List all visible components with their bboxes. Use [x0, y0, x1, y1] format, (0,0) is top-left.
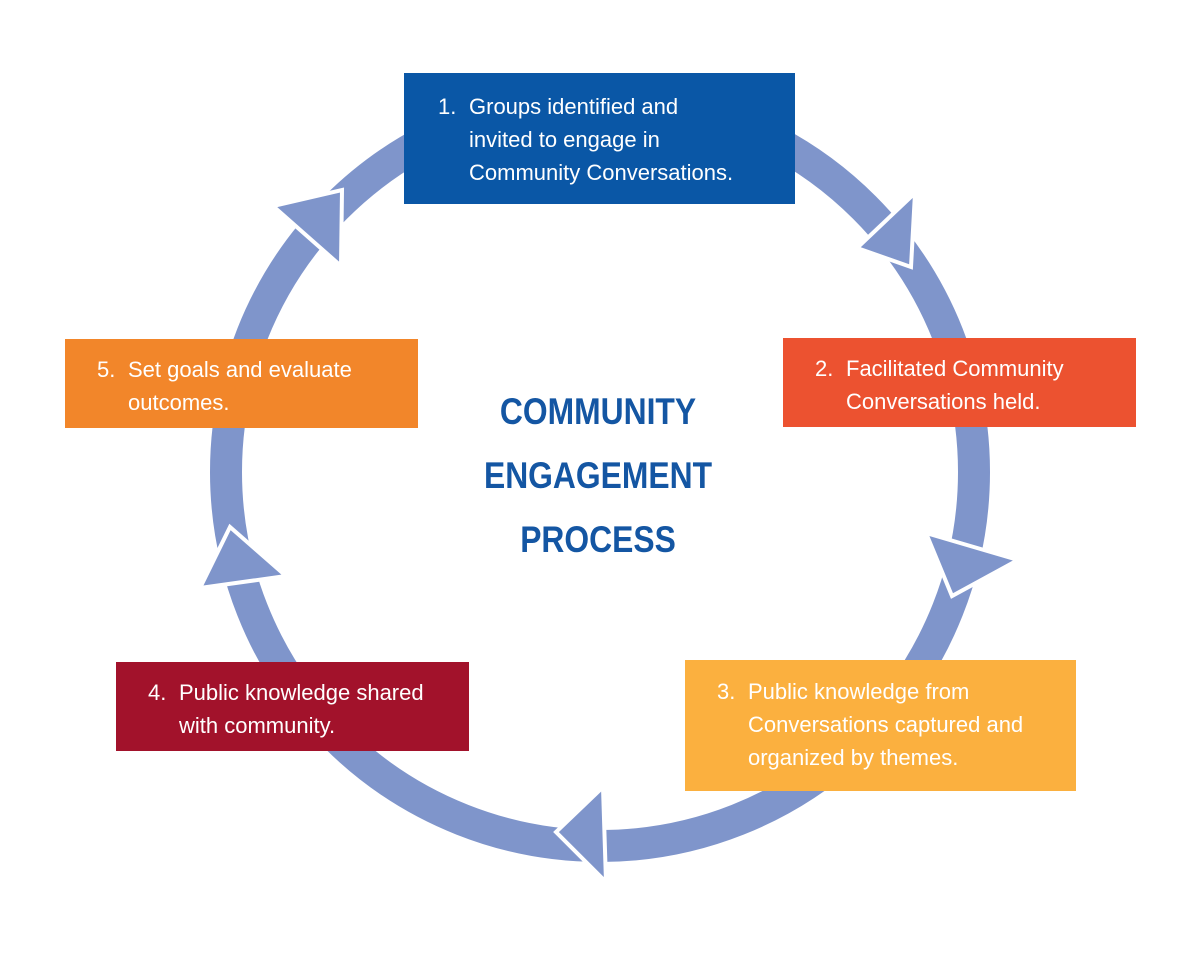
step-3-line: organized by themes. — [748, 745, 959, 770]
step-1-number: 1. — [438, 94, 457, 119]
step-4-line: with community. — [179, 713, 336, 738]
step-2-line: Conversations held. — [846, 389, 1041, 414]
step-3-text: Public knowledge from Conversations capt… — [748, 675, 1076, 774]
step-2-number: 2. — [815, 356, 834, 381]
arrowhead-step-2-to-3 — [922, 529, 1024, 599]
step-4-line: Public knowledge shared — [179, 680, 424, 705]
step-4-number: 4. — [148, 680, 167, 705]
step-3-box: 3. Public knowledge from Conversations c… — [685, 660, 1076, 791]
step-1-line: Community Conversations. — [469, 160, 734, 185]
step-2-text: Facilitated Community Conversations held… — [846, 352, 1136, 418]
arrowhead-step-4-to-5 — [196, 523, 291, 591]
step-1-text: Groups identified and invited to engage … — [469, 90, 795, 189]
arrowhead-step-1-to-2 — [853, 188, 918, 270]
step-1-line: Groups identified and — [469, 94, 679, 119]
step-5-line: Set goals and evaluate — [128, 357, 352, 382]
step-3-line: Conversations captured and — [748, 712, 1024, 737]
step-5-text: Set goals and evaluate outcomes. — [128, 353, 418, 419]
diagram-title-line-1: COMMUNITY — [499, 391, 697, 432]
step-1-line: invited to engage in — [469, 127, 660, 152]
step-4-box: 4. Public knowledge shared with communit… — [116, 662, 469, 751]
step-2-box: 2. Facilitated Community Conversations h… — [783, 338, 1136, 427]
diagram-title-line-3: PROCESS — [520, 519, 676, 560]
arrowhead-step-5-to-1 — [268, 187, 345, 271]
step-2-line: Facilitated Community — [846, 356, 1064, 381]
diagram-title-line-2: ENGAGEMENT — [483, 455, 713, 496]
step-3-number: 3. — [717, 679, 736, 704]
step-4-text: Public knowledge shared with community. — [179, 676, 469, 742]
step-5-number: 5. — [97, 357, 116, 382]
diagram-title: COMMUNITY ENGAGEMENT PROCESS — [469, 380, 727, 572]
step-5-box: 5. Set goals and evaluate outcomes. — [65, 339, 418, 428]
arrowhead-step-3-to-4 — [553, 782, 609, 887]
step-1-box: 1. Groups identified and invited to enga… — [404, 73, 795, 204]
step-3-line: Public knowledge from — [748, 679, 970, 704]
step-5-line: outcomes. — [128, 390, 230, 415]
